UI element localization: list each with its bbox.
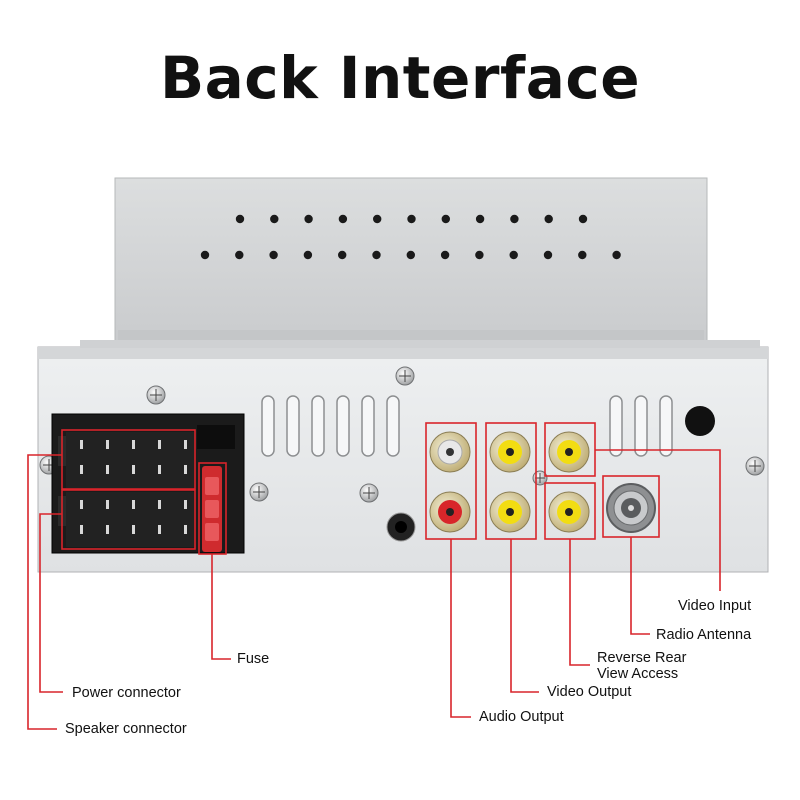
connector-pin (106, 500, 109, 509)
vent-hole (578, 214, 588, 224)
screw-icon (745, 456, 765, 476)
connector-pin (80, 440, 83, 449)
vent-hole (612, 250, 621, 260)
label-video-output: Video Output (547, 684, 632, 700)
connector-pin (158, 525, 161, 534)
vent-slots (261, 395, 673, 457)
connector-pin (184, 525, 187, 534)
vent-hole (544, 214, 553, 224)
label-speaker-connector: Speaker connector (65, 721, 187, 737)
vent-hole (578, 250, 587, 260)
vent-holes (200, 214, 621, 260)
connector-pin (158, 500, 161, 509)
page-title: Back Interface (159, 44, 641, 112)
label-radio-antenna: Radio Antenna (656, 627, 752, 643)
connector-pin (80, 500, 83, 509)
vent-hole (269, 250, 278, 260)
screw-icon (359, 483, 379, 503)
vent-hole (372, 250, 381, 260)
label-audio-output: Audio Output (479, 709, 564, 725)
power-connector-block (66, 432, 194, 488)
iso-connector (51, 413, 245, 554)
label-fuse: Fuse (237, 651, 270, 667)
speaker-connector-block (66, 492, 194, 547)
connector-pin (80, 525, 83, 534)
connector-pin (132, 465, 135, 474)
aux-jack (386, 512, 416, 542)
screw-icon (249, 482, 269, 502)
vent-hole (407, 214, 416, 224)
vent-hole (373, 214, 382, 224)
callout-lines (27, 449, 721, 730)
label-power-connector: Power connector (72, 685, 181, 701)
vent-hole (338, 250, 347, 260)
vent-hole (303, 250, 313, 260)
screw-icon (146, 385, 166, 405)
vent-hole (441, 214, 450, 224)
connector-pin (184, 465, 187, 474)
connector-pin (158, 440, 161, 449)
vent-hole (304, 214, 313, 224)
label-reverse-rear-view-line2: View Access (597, 666, 679, 682)
vent-hole (235, 214, 245, 224)
vent-hole (509, 250, 518, 260)
label-reverse-rear-view-line1: Reverse Rear (597, 650, 687, 666)
vent-hole (270, 214, 279, 224)
connector-pin (132, 440, 135, 449)
connector-pin (184, 440, 187, 449)
connector-pin (132, 525, 135, 534)
vent-hole (406, 250, 415, 260)
connector-pin (106, 525, 109, 534)
connector-pin (158, 465, 161, 474)
vent-hole (543, 250, 553, 260)
connector-pin (132, 500, 135, 509)
vent-hole (200, 250, 210, 260)
vent-hole (475, 250, 484, 260)
vent-hole (475, 214, 485, 224)
connector-pin (106, 440, 109, 449)
rca-red-jack (429, 491, 471, 533)
label-video-input: Video Input (678, 598, 752, 614)
label-reverse-rear-view: Reverse Rear View Access (597, 650, 686, 682)
rca-yellow-jack (548, 431, 590, 473)
screw-icon (395, 366, 415, 386)
mounting-hole (685, 406, 715, 436)
connector-pin (80, 465, 83, 474)
fuse-block (202, 466, 222, 552)
vent-hole (235, 250, 244, 260)
rca-yellow-jack (489, 491, 531, 533)
vent-hole (510, 214, 519, 224)
rca-yellow-jack (548, 491, 590, 533)
vent-hole (440, 250, 450, 260)
top-cover (114, 177, 708, 347)
rca-yellow-jack (489, 431, 531, 473)
antenna-socket (606, 483, 656, 533)
connector-pin (106, 465, 109, 474)
connector-pin (184, 500, 187, 509)
rca-white-jack (429, 431, 471, 473)
rca-jacks (429, 431, 590, 533)
vent-hole (338, 214, 348, 224)
